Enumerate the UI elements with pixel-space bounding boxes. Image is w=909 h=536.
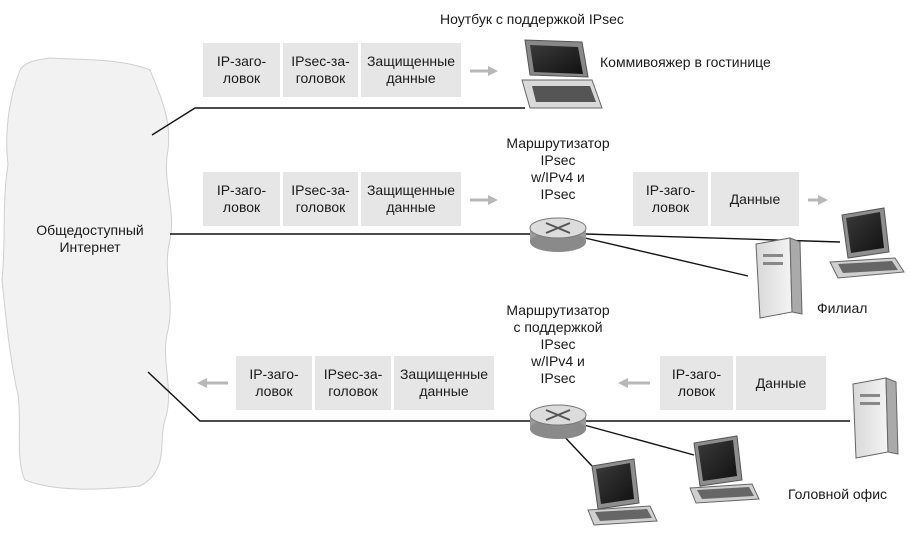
internet-label: Общедоступный Интернет [36, 222, 144, 255]
packet5-ip-header: IP-заго-ловок [660, 356, 733, 410]
arrow-right-3 [808, 195, 828, 205]
router-icon-2 [529, 404, 587, 439]
desktop-pc-icon-hq-1 [587, 458, 658, 526]
link-router1-pc [584, 233, 841, 243]
packet4-ip-header: IP-заго-ловок [236, 356, 312, 410]
desktop-pc-icon-hq-2 [689, 435, 760, 504]
link-laptop [151, 107, 525, 136]
packet1-ip-header: IP-заго-ловок [203, 43, 280, 97]
arrow-right-2 [470, 195, 498, 205]
laptop-icon [521, 39, 603, 109]
laptop-title: Ноутбук с поддержкой IPsec [440, 11, 624, 27]
desktop-pc-icon-branch [829, 207, 905, 279]
arrow-right-1 [470, 66, 498, 76]
arrow-left-1 [197, 378, 228, 388]
packet5-data: Данные [736, 356, 826, 410]
router-icon-1 [529, 217, 587, 252]
internet-cloud [1, 57, 173, 490]
packet3-ip-header: IP-заго-ловок [633, 172, 708, 226]
packet3-data: Данные [711, 172, 799, 226]
router1-label: Маршрутизатор IPsec w/IPv4 и IPsec [506, 135, 610, 202]
salesman-label: Коммивояжер в гостинице [600, 54, 771, 70]
packet2-ip-header: IP-заго-ловок [203, 172, 280, 226]
link-router2-pc2 [583, 424, 695, 456]
branch-label: Филиал [817, 300, 868, 316]
link-router2 [147, 371, 530, 422]
arrow-left-2 [618, 378, 650, 388]
router2-label: Маршрутизатор с поддержкой IPsec w/IPv4 … [506, 302, 610, 386]
server-icon-hq [852, 377, 899, 459]
packet2-ipsec-header: IPsec-за-головок [283, 172, 358, 226]
server-icon-branch [755, 237, 803, 319]
packet4-ipsec-header: IPsec-за-головок [315, 356, 391, 410]
link-router1-server [584, 237, 749, 277]
hq-label: Головной офис [788, 486, 888, 502]
packet1-ipsec-header: IPsec-за-головок [283, 43, 358, 97]
